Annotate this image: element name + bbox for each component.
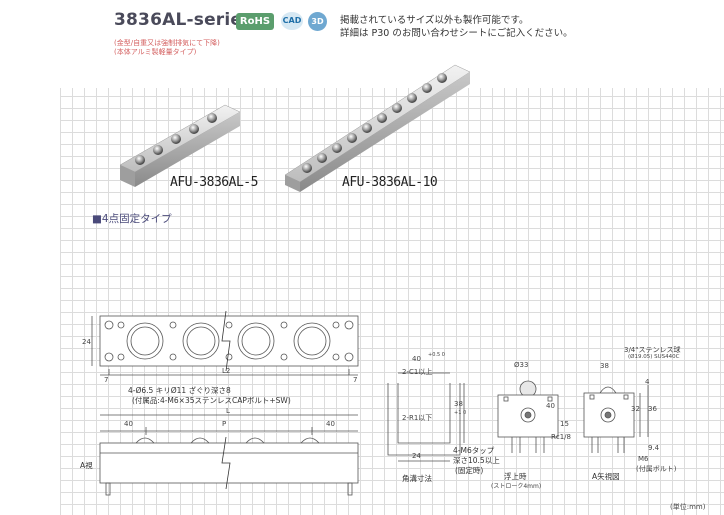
dim-36: 36 [648,405,657,413]
rc-1-8: Rc1/8 [551,433,571,441]
groove-r: 2-R1以下 [402,414,433,422]
rohs-badge: RoHS [236,13,274,30]
m6-note: (付属ボルト) [636,465,677,473]
groove-caption: 角溝寸法 [402,474,432,483]
sub-note-2: (本体アルミ製軽量タイプ) [114,48,197,56]
dim-p: P [222,420,227,428]
product-photos [119,64,471,192]
groove-width: 40 [412,355,421,363]
photo-label-afu-5: AFU-3836AL-5 [170,175,258,190]
groove-c: 2-C1以上 [402,368,433,376]
header-mask [0,0,724,88]
groove-drawing [387,372,465,462]
section-title: ■4点固定タイプ [92,213,172,225]
tap-depth: 深さ10.5以上 [453,456,500,465]
dim-9-4: 9.4 [648,444,660,452]
dim-40-left: 40 [124,420,133,428]
unit-note: (単位:mm) [670,503,706,511]
dim-15: 15 [560,420,569,428]
series-title: 3836AL-series [114,10,253,30]
ball-note-2: (Ø19.05) SUS440C [628,354,680,360]
photo-afu-10 [284,64,471,192]
float-stroke: (ストローク4mm) [491,483,542,490]
dim-7-right: 7 [353,376,358,384]
photo-afu-5 [119,104,241,187]
3d-badge[interactable]: 3D [308,12,327,31]
groove-depth: 38 [454,400,463,408]
cad-badge[interactable]: CAD [281,12,303,30]
notice-line-1: 掲載されているサイズ以外も製作可能です。 [340,15,529,26]
dim-40-float: 40 [546,402,555,410]
dim-24-groove: 24 [412,452,421,460]
dim-32: 32 [631,405,640,413]
groove-depth-tolerance: +1 0 [454,410,467,416]
dim-38: 38 [600,362,609,370]
float-view-drawing [497,380,559,453]
a-view-drawing [583,385,649,453]
groove-tolerance: +0.5 0 [428,352,445,358]
dim-7-left: 7 [104,376,109,384]
hole-note: 4-Ø6.5 キリØ11 ざぐり深さ8 [128,386,231,395]
view-a-label: A視 [80,461,93,470]
dim-4: 4 [645,378,650,386]
accessory-note: (付属品:4-M6×35ステンレスCAPボルト+SW) [132,396,291,405]
sub-note-1: (金型/自重又は強制排気にて下降) [114,39,220,47]
tap-fix: (固定時) [455,466,484,475]
main-drawing [91,310,359,496]
dim-40-right: 40 [326,420,335,428]
notice-line-2: 詳細は P30 のお問い合わせシートにご記入ください。 [340,28,573,39]
photo-label-afu-10: AFU-3836AL-10 [342,175,438,190]
dim-l: L [226,407,230,415]
a-view-caption: A矢視図 [592,472,620,481]
float-caption: 浮上時 [504,472,527,481]
m6-label: M6 [638,455,649,463]
dim-l2: L2 [222,367,231,375]
left-margin-mask [0,0,60,515]
dim-dia33: Ø33 [514,361,529,369]
tap-note: 4-M6タップ [453,446,495,455]
dim-24: 24 [82,338,91,346]
ball-note: 3/4"ステンレス球 [624,346,681,354]
